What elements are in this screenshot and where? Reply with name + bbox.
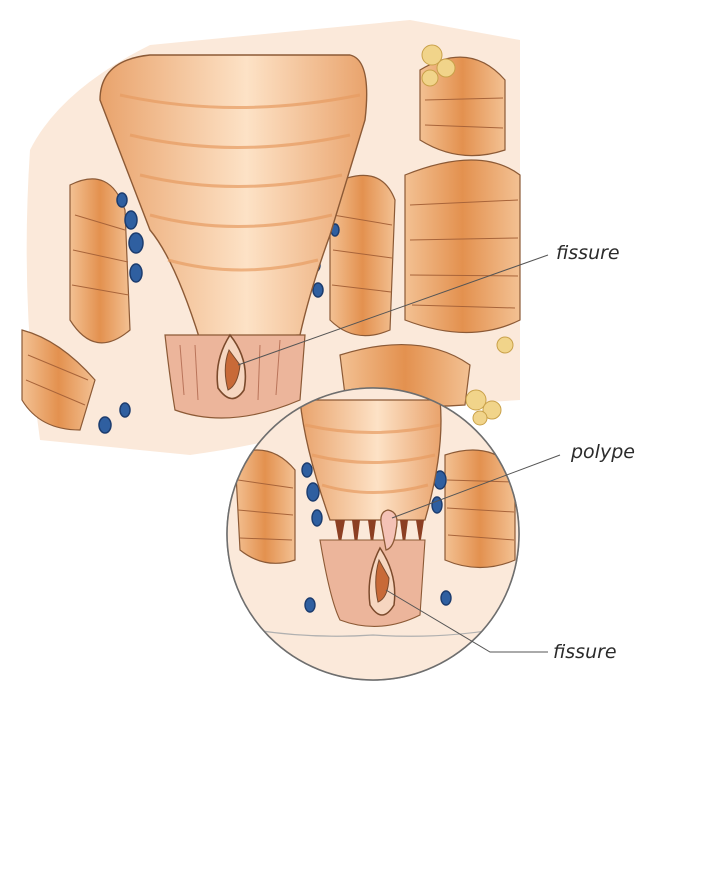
polyp [380, 509, 398, 551]
right-muscle-bundles [329, 56, 521, 407]
polype-label: polype [571, 441, 635, 463]
fissure-label-bottom: fissure [553, 641, 617, 663]
mucosa-folds [179, 339, 281, 401]
main-cross-section [21, 20, 521, 455]
canal-rings [119, 93, 361, 272]
left-blood-vessels [98, 192, 144, 434]
left-muscle-bundles [21, 178, 131, 431]
fissure-label-top: fissure [556, 242, 620, 264]
leader-lines [237, 254, 561, 653]
magnified-inset [226, 387, 520, 681]
fat-lobules [421, 44, 514, 426]
leader-fissure-bottom [385, 589, 548, 653]
leader-polype [391, 454, 561, 519]
leader-fissure-top [237, 254, 549, 366]
anal-canal [99, 54, 368, 341]
